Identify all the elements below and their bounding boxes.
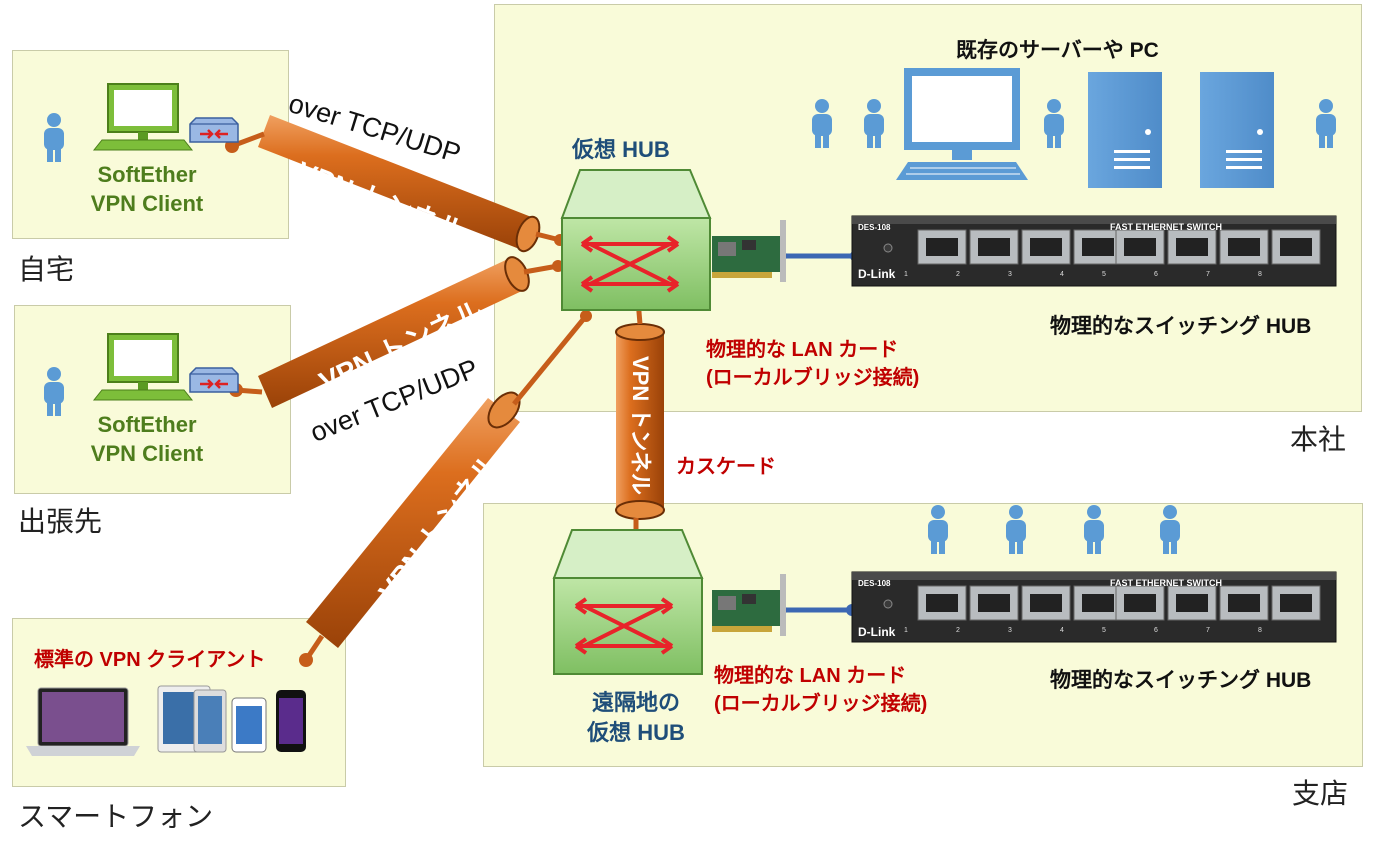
vpn-client-icon	[188, 116, 240, 144]
vpn-client-name-line: SoftEther	[97, 162, 197, 187]
switch-brand-hq: D-Link	[858, 267, 896, 281]
hq-virtual-hub-title: 仮想 HUB	[572, 137, 670, 162]
tablet-icon	[157, 685, 227, 753]
virtual-hub-branch	[552, 529, 704, 675]
switch-port-number: 8	[1258, 271, 1262, 278]
zone-label-business-trip: 出張先	[18, 506, 103, 537]
hq-lan-card-title: 物理的な LAN カード (ローカルブリッジ接続)	[706, 336, 919, 392]
physical-switch-hq	[851, 215, 1337, 287]
switch-port-number: 5	[1102, 627, 1106, 634]
vpn-client-name-line: SoftEther	[97, 412, 197, 437]
tunnel-label-cascade: VPN トンネル	[628, 356, 653, 495]
zone-label-headquarters: 本社	[1290, 424, 1347, 455]
branch-virtual-hub-title: 遠隔地の 仮想 HUB	[576, 688, 696, 748]
branch-lan-card-title: 物理的な LAN カード (ローカルブリッジ接続)	[714, 662, 927, 718]
blue-cables	[777, 250, 862, 616]
tunnel-cascade	[615, 294, 665, 546]
switch-port-number: 7	[1206, 271, 1210, 278]
switch-port-number: 1	[904, 627, 908, 634]
client-pc-icon	[93, 83, 193, 151]
switch-port-number: 3	[1008, 627, 1012, 634]
virtual-hub-hq	[560, 169, 712, 311]
physical-switch-branch	[851, 571, 1337, 643]
lan-card-branch	[712, 574, 786, 636]
hq-switch-title: 物理的なスイッチング HUB	[1050, 315, 1312, 338]
smartphone-icon	[231, 690, 306, 753]
switch-port-number: 2	[956, 271, 960, 278]
switch-port-number: 6	[1154, 627, 1158, 634]
switch-port-number: 7	[1206, 627, 1210, 634]
standard-vpn-client-title: 標準の VPN クライアント	[34, 649, 266, 671]
desktop-pc-icon	[896, 68, 1028, 180]
zone-label-home: 自宅	[18, 254, 75, 285]
switch-port-number: 5	[1102, 271, 1106, 278]
hq-servers-title: 既存のサーバーや PC	[956, 39, 1159, 62]
vpn-client-icon	[188, 366, 240, 394]
hub-title-line: 仮想 HUB	[587, 720, 685, 745]
vpn-client-name-home: SoftEther VPN Client	[72, 160, 222, 218]
client-pc-icon	[93, 333, 193, 401]
vpn-client-name-line: VPN Client	[90, 441, 204, 466]
switch-port-number: 6	[1154, 271, 1158, 278]
lan-card-line: (ローカルブリッジ接続)	[714, 693, 928, 715]
lan-card-hq	[712, 220, 786, 282]
switch-port-number: 4	[1060, 271, 1064, 278]
switch-port-number: 4	[1060, 627, 1064, 634]
lan-card-line: (ローカルブリッジ接続)	[706, 367, 920, 389]
zone-label-branch: 支店	[1292, 778, 1349, 809]
switch-series-hq: FAST ETHERNET SWITCH	[1110, 222, 1222, 232]
switch-port-number: 2	[956, 627, 960, 634]
server-icon	[1088, 72, 1162, 188]
server-icon	[1200, 72, 1274, 188]
hub-title-line: 遠隔地の	[591, 690, 680, 715]
switch-model-hq: DES-108	[858, 223, 891, 232]
vpn-client-name-line: VPN Client	[90, 191, 204, 216]
lan-card-line: 物理的な LAN カード	[714, 665, 907, 687]
vpn-client-name-trip: SoftEther VPN Client	[72, 410, 222, 468]
switch-brand-branch: D-Link	[858, 625, 896, 639]
lan-card-line: 物理的な LAN カード	[706, 339, 899, 361]
switch-series-branch: FAST ETHERNET SWITCH	[1110, 578, 1222, 588]
switch-port-number: 3	[1008, 271, 1012, 278]
switch-port-number: 1	[904, 271, 908, 278]
switch-port-number: 8	[1258, 627, 1262, 634]
switch-model-branch: DES-108	[858, 579, 891, 588]
cascade-label: カスケード	[676, 456, 776, 478]
tunnel-smartphone	[299, 310, 592, 667]
laptop-icon	[26, 687, 140, 756]
branch-switch-title: 物理的なスイッチング HUB	[1050, 669, 1312, 692]
zone-label-smartphone: スマートフォン	[18, 801, 214, 832]
